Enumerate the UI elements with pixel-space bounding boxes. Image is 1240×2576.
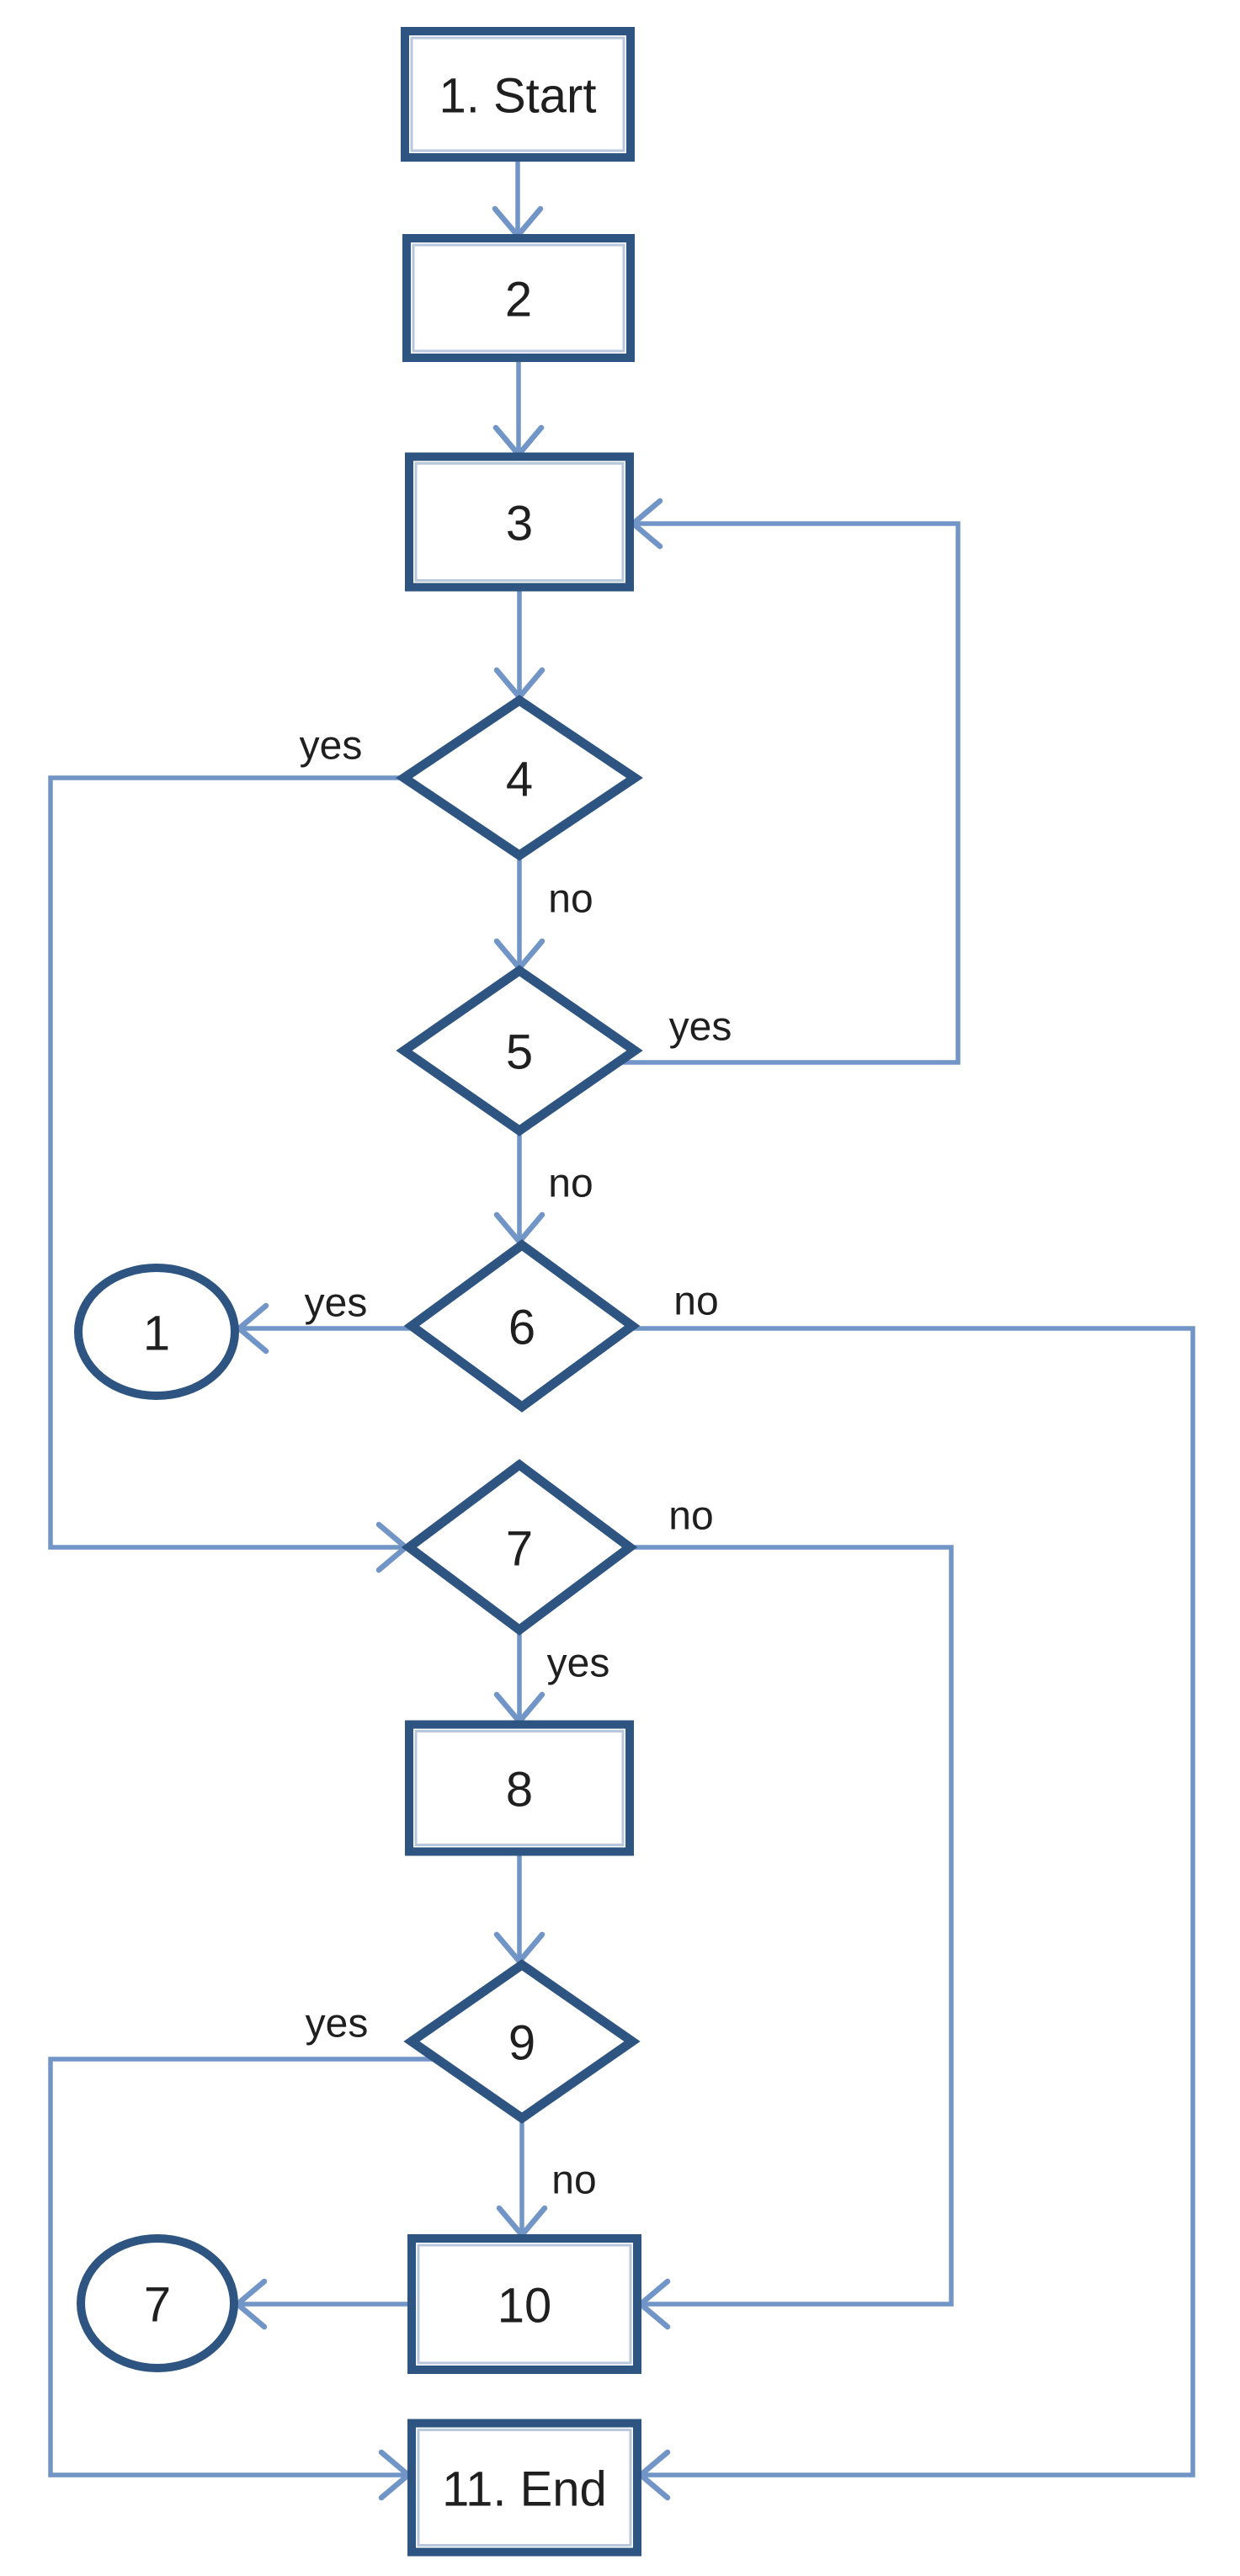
edge-6-no-to-11-label: no — [673, 1280, 718, 1324]
edge-6-no-to-11-line — [630, 1326, 1195, 2478]
node-6-shape — [403, 1239, 641, 1413]
node-9-shape — [403, 1959, 641, 2124]
node-8-label: 8 — [506, 1763, 533, 1818]
node-10-inner-highlight — [417, 2243, 632, 2365]
node-4-label: 4 — [506, 753, 533, 807]
edge-5-no-to-6: no — [493, 1131, 593, 1245]
edge-4-no-to-5: no — [493, 855, 593, 971]
edge-4-no-to-5-label: no — [548, 877, 593, 922]
node-7: 7 — [401, 1459, 638, 1636]
edge-8-to-9 — [493, 1852, 545, 1965]
node-6-label: 6 — [508, 1301, 535, 1355]
edge-7-no-to-10: no — [630, 1494, 954, 2330]
edge-6-no-to-11: no — [630, 1280, 1195, 2501]
offpage-7-shape — [77, 2234, 238, 2372]
node-2-shape — [402, 234, 635, 362]
node-8-shape — [405, 1720, 634, 1856]
node-8: 8 — [405, 1720, 634, 1856]
node-3-inner-highlight — [414, 462, 625, 582]
edge-1-to-2 — [492, 157, 544, 239]
node-11-end-label: 11. End — [442, 2462, 607, 2517]
edge-6-yes-to-1: yes — [236, 1281, 414, 1355]
node-10: 10 — [407, 2234, 641, 2374]
node-2-inner-highlight — [412, 243, 625, 353]
offpage-1-shape — [74, 1264, 239, 1400]
edge-6-yes-to-1-arrowhead-icon — [236, 1302, 269, 1355]
edge-7-yes-to-8-label: yes — [547, 1642, 610, 1686]
node-3: 3 — [405, 452, 634, 592]
edge-7-yes-to-8: yes — [493, 1630, 610, 1725]
node-5-shape — [396, 965, 643, 1136]
node-7-label: 7 — [506, 1522, 533, 1577]
node-9: 9 — [403, 1959, 641, 2124]
edge-5-yes-to-3-line — [620, 521, 961, 1065]
offpage-1: 1 — [74, 1264, 239, 1400]
edge-10-to-offpage-7 — [234, 2278, 412, 2330]
node-3-shape — [405, 452, 634, 592]
node-1-start-shape — [401, 27, 635, 162]
edge-5-yes-to-3-label: yes — [669, 1005, 732, 1050]
edge-9-yes-to-11-label: yes — [306, 2002, 369, 2046]
node-1-start-label: 1. Start — [439, 69, 597, 124]
node-9-label: 9 — [508, 2016, 535, 2071]
node-11-end-shape — [407, 2419, 641, 2557]
offpage-7: 7 — [77, 2234, 238, 2372]
edge-9-no-to-10-label: no — [551, 2158, 596, 2203]
offpage-7-label: 7 — [144, 2278, 171, 2333]
edge-9-yes-to-11: yes — [48, 2002, 434, 2501]
node-2: 2 — [402, 234, 635, 362]
node-10-shape — [407, 2234, 641, 2374]
node-5-label: 5 — [506, 1025, 533, 1080]
node-1-start: 1. Start — [401, 27, 635, 162]
edge-6-yes-to-1-label: yes — [305, 1281, 368, 1326]
edge-9-no-to-10: no — [496, 2118, 597, 2238]
edge-2-to-3 — [492, 358, 545, 458]
edge-7-no-to-10-label: no — [668, 1494, 713, 1539]
node-1-start-inner-highlight — [410, 36, 625, 152]
offpage-1-label: 1 — [143, 1307, 170, 1361]
edge-5-yes-to-3: yes — [620, 498, 961, 1065]
node-7-shape — [401, 1459, 638, 1636]
node-2-label: 2 — [505, 273, 532, 327]
node-4-shape — [396, 695, 643, 861]
edge-5-no-to-6-label: no — [548, 1162, 593, 1206]
edge-7-no-to-10-line — [630, 1545, 954, 2307]
node-11-end: 11. End — [407, 2419, 641, 2557]
node-10-label: 10 — [498, 2279, 552, 2334]
edge-3-to-4 — [493, 588, 545, 700]
node-8-inner-highlight — [414, 1730, 625, 1846]
node-3-label: 3 — [506, 497, 533, 551]
node-5: 5 — [396, 965, 643, 1136]
node-6: 6 — [403, 1239, 641, 1413]
edge-4-yes-to-7-label: yes — [300, 724, 363, 769]
edge-4-yes-to-7-line — [48, 775, 406, 1550]
node-4: 4 — [396, 695, 643, 861]
node-11-end-inner-highlight — [417, 2429, 632, 2547]
edge-4-yes-to-7: yes — [48, 724, 409, 1573]
edge-9-yes-to-11-line — [48, 2057, 434, 2478]
